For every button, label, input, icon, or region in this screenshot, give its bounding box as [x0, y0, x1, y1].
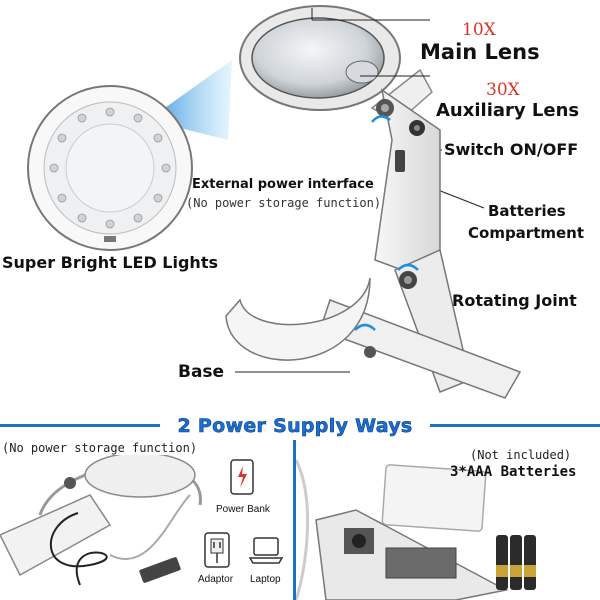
panel-divider: [293, 440, 296, 600]
base-label: Base: [178, 362, 225, 382]
main-lens-magnification: 10X: [462, 20, 496, 40]
adaptor-label: Adaptor: [198, 574, 234, 585]
adaptor-icon: [204, 532, 230, 568]
main-lens-head: [239, 5, 433, 123]
power-supply-banner: 2 Power Supply Ways: [0, 412, 600, 440]
main-lens-label: Main Lens: [420, 40, 540, 64]
aux-lens-magnification: 30X: [486, 80, 520, 100]
base-stand: [225, 115, 522, 399]
bottom-left-note: (No power storage function): [2, 441, 198, 455]
external-power-illustration: [0, 455, 202, 586]
external-power-note: (No power storage function): [186, 196, 382, 210]
batteries-label: 3*AAA Batteries: [450, 464, 577, 480]
batteries-label-2: Compartment: [468, 224, 585, 242]
switch-label: Switch ON/OFF: [444, 140, 579, 159]
led-lights-label: Super Bright LED Lights: [2, 253, 218, 272]
aux-lens-label: Auxiliary Lens: [436, 100, 580, 121]
laptop-label: Laptop: [250, 574, 281, 585]
batteries-label-1: Batteries: [488, 202, 566, 220]
banner-title: 2 Power Supply Ways: [160, 412, 430, 440]
laptop-icon: [248, 537, 284, 564]
upper-arm: [374, 88, 441, 271]
rotating-joint-label: Rotating Joint: [452, 291, 577, 310]
power-bank-label: Power Bank: [216, 504, 270, 515]
magnifier-illustration: [27, 5, 522, 399]
power-bank-icon: [230, 459, 254, 495]
battery-compartment-illustration: [296, 459, 536, 600]
external-power-label: External power interface: [192, 177, 374, 192]
not-included-label: (Not included): [470, 448, 572, 462]
led-ring-detail: [27, 60, 232, 251]
